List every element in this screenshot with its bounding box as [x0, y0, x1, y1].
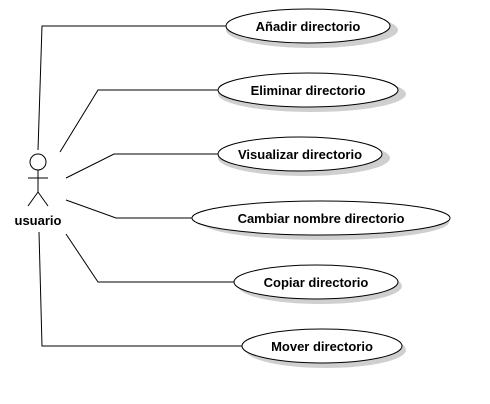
association-line-add — [37, 25, 226, 151]
actor-label: usuario — [15, 213, 62, 228]
use-case-label: Eliminar directorio — [251, 83, 366, 98]
association-line-view — [65, 153, 218, 179]
association-line-move — [38, 231, 242, 347]
association-line-copy — [65, 233, 234, 283]
use-case-delete: Eliminar directorio — [217, 72, 406, 112]
use-case-ellipse — [233, 264, 399, 300]
associations — [37, 25, 242, 347]
use-case-ellipse — [217, 136, 383, 172]
use-case-view: Visualizar directorio — [217, 136, 390, 176]
use-case-label: Copiar directorio — [264, 275, 369, 290]
use-case-rename: Cambiar nombre directorio — [191, 200, 451, 240]
actor-right-leg — [37, 191, 49, 207]
use-case-ellipse — [217, 72, 399, 108]
use-case-copy: Copiar directorio — [233, 264, 402, 304]
association-line-rename — [65, 199, 192, 219]
use-case-label: Cambiar nombre directorio — [238, 211, 405, 226]
use-case-ellipse — [225, 8, 391, 44]
use-case-ellipse — [191, 200, 451, 236]
use-case-move: Mover directorio — [241, 328, 406, 368]
use-case-label: Añadir directorio — [256, 19, 361, 34]
use-case-label: Mover directorio — [271, 339, 373, 354]
actor-head — [29, 153, 47, 171]
association-line-delete — [59, 89, 218, 153]
actor-left-leg — [27, 191, 39, 207]
use-case-ellipse — [241, 328, 403, 364]
use-case-add: Añadir directorio — [225, 8, 398, 48]
use-case-label: Visualizar directorio — [238, 147, 362, 162]
actor-usuario — [27, 153, 49, 207]
